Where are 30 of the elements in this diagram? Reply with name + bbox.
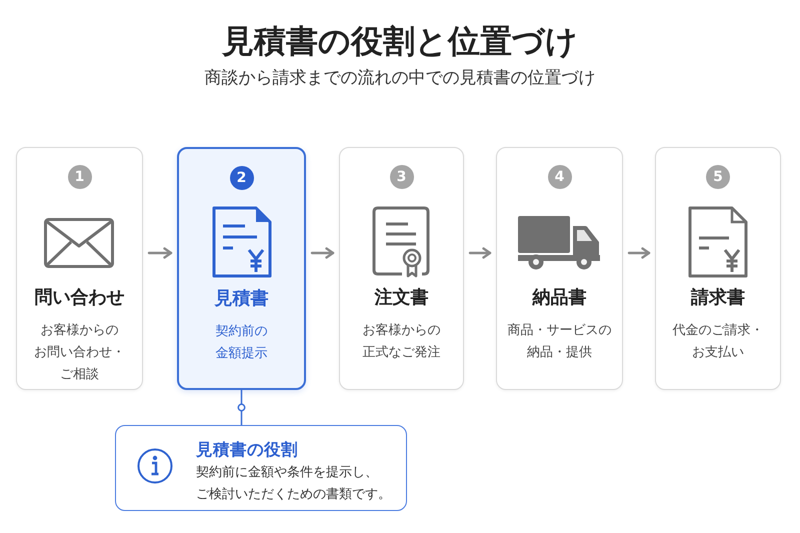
diagram-title: 見積書の役割と位置づけ: [222, 21, 578, 62]
step-title: 問い合わせ: [34, 286, 126, 310]
step-title: 納品書: [531, 286, 588, 310]
info-callout: [115, 425, 407, 511]
step-title: 請求書: [690, 286, 746, 310]
step-number: 4: [548, 165, 572, 189]
step-description: 代金のご請求・お支払い: [672, 322, 764, 362]
step-number: 1: [68, 165, 92, 189]
arrow: [468, 247, 492, 259]
step-title: 注文書: [373, 286, 430, 310]
step-card: [496, 147, 623, 390]
arrow: [310, 247, 334, 259]
step-description: 契約前の金額提示: [214, 323, 268, 363]
step-card: [177, 147, 306, 390]
callout-text: 契約前に金額や条件を提示し、ご検討いただくための書類です。: [196, 464, 392, 504]
step-card: [655, 147, 781, 390]
step-description: お客様からの正式なご発注: [362, 322, 442, 362]
step-title: 見積書: [213, 287, 270, 311]
arrow: [148, 247, 172, 259]
callout-title: 見積書の役割: [196, 439, 298, 461]
step-description: お客様からのお問い合わせ・ご相談: [33, 322, 126, 384]
subtitle: 商談から請求までの流れの中での見積書の位置づけ: [204, 67, 596, 90]
step-card: [339, 147, 464, 390]
step-number: 3: [390, 165, 414, 189]
step-number: 5: [706, 165, 730, 189]
connector-line: [240, 389, 242, 426]
step-description: 商品・サービスの納品・提供: [506, 322, 612, 362]
arrow: [628, 247, 650, 259]
step-number: 2: [230, 166, 254, 190]
step-card: [16, 147, 143, 390]
